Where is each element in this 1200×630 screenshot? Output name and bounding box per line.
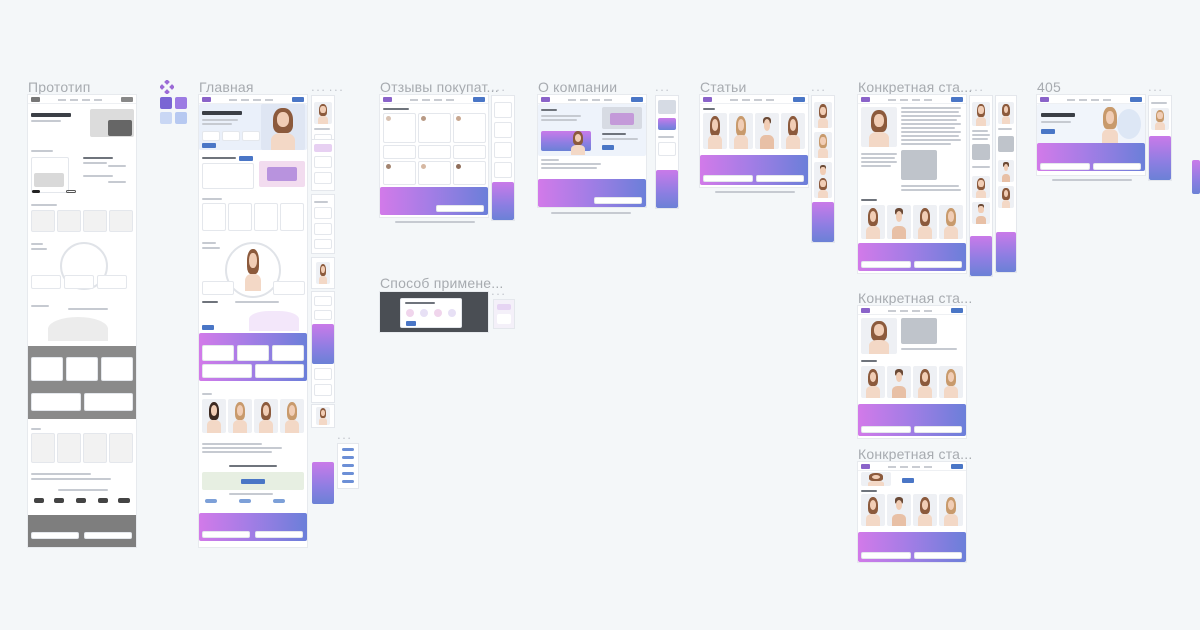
home-mobile-logos[interactable] — [338, 444, 358, 488]
frame-reviews[interactable] — [380, 95, 488, 217]
frame-offscreen[interactable] — [1192, 160, 1200, 194]
frame-title-not-found[interactable]: 405 — [1037, 79, 1061, 95]
home-mobile-5[interactable] — [312, 292, 334, 402]
frame-prototype[interactable] — [28, 95, 136, 547]
diamond-component-icon[interactable] — [159, 79, 175, 95]
frame-title-article-2[interactable]: Конкретная ста... — [858, 290, 973, 306]
component-thumb-a[interactable] — [160, 97, 172, 109]
frame-articles[interactable] — [700, 95, 808, 187]
frame-title-usage[interactable]: Способ примене... — [380, 275, 504, 291]
frame-article-3[interactable] — [858, 462, 966, 562]
component-thumb-c[interactable] — [160, 112, 172, 124]
frame-title-about[interactable]: О компании — [538, 79, 618, 95]
articles-mobile[interactable] — [812, 96, 834, 242]
home-mobile-6[interactable] — [312, 405, 334, 427]
home-mobile-4[interactable] — [312, 258, 334, 288]
frame-article-1[interactable] — [858, 95, 966, 273]
article-1-mobile-2[interactable] — [996, 96, 1016, 272]
frame-article-2[interactable] — [858, 306, 966, 438]
frame-title-prototype[interactable]: Прототип — [28, 79, 91, 95]
frame-home[interactable] — [199, 95, 307, 547]
usage-mobile[interactable] — [494, 300, 514, 328]
about-mobile[interactable] — [656, 96, 678, 208]
component-thumb-b[interactable] — [175, 97, 187, 109]
home-mobile-3[interactable] — [312, 195, 334, 253]
frame-not-found[interactable] — [1037, 95, 1145, 175]
frame-title-article-1[interactable]: Конкретная ста... — [858, 79, 973, 95]
frame-usage[interactable] — [380, 292, 488, 332]
frame-title-articles[interactable]: Статьи — [700, 79, 747, 95]
frame-title-article-3[interactable]: Конкретная ста... — [858, 446, 973, 462]
not-found-mobile[interactable] — [1149, 96, 1171, 180]
frame-about[interactable] — [538, 95, 646, 207]
home-mobile-footer[interactable] — [312, 462, 334, 504]
component-thumb-d[interactable] — [175, 112, 187, 124]
home-mobile-2[interactable] — [312, 140, 334, 190]
frame-title-reviews[interactable]: Отзывы покупат... — [380, 79, 499, 95]
frame-title-home[interactable]: Главная — [199, 79, 254, 95]
reviews-mobile[interactable] — [492, 96, 514, 220]
article-1-mobile[interactable] — [970, 96, 992, 276]
